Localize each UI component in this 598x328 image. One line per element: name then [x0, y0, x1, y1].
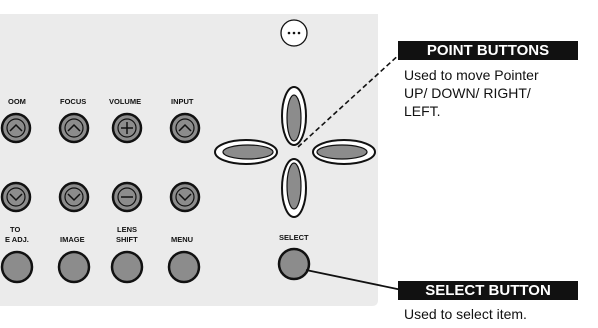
select-button-title: SELECT BUTTON [398, 281, 578, 300]
point-buttons-title: POINT BUTTONS [398, 41, 578, 60]
point-desc-line-1: Used to move Pointer [404, 67, 539, 83]
menu-button[interactable] [167, 250, 201, 284]
select-label: SELECT [279, 233, 309, 242]
dots-button[interactable] [280, 19, 308, 47]
point-buttons-description: Used to move Pointer UP/ DOWN/ RIGHT/ LE… [404, 66, 539, 120]
lens-shift-label-line2: SHIFT [116, 235, 138, 244]
select-button[interactable] [277, 247, 311, 281]
focus-up-button[interactable] [58, 112, 90, 144]
image-label: IMAGE [60, 235, 85, 244]
input-up-button[interactable] [169, 112, 201, 144]
volume-label: VOLUME [109, 97, 141, 106]
menu-label: MENU [171, 235, 193, 244]
auto-pc-adj-button[interactable] [0, 250, 34, 284]
zoom-label: OOM [8, 97, 26, 106]
auto-pc-adj-label-line1: TO [10, 225, 20, 234]
input-label: INPUT [171, 97, 194, 106]
remote-panel [0, 14, 378, 306]
volume-plus-button[interactable] [111, 112, 143, 144]
input-down-button[interactable] [169, 181, 201, 213]
zoom-up-button[interactable] [0, 112, 32, 144]
point-left-button[interactable] [214, 139, 278, 165]
point-right-button[interactable] [312, 139, 376, 165]
lens-shift-label-line1: LENS [117, 225, 137, 234]
volume-minus-button[interactable] [111, 181, 143, 213]
point-down-button[interactable] [281, 158, 307, 218]
lens-shift-button[interactable] [110, 250, 144, 284]
select-button-description: Used to select item. [404, 306, 527, 322]
auto-pc-adj-label-line2: E ADJ. [5, 235, 29, 244]
zoom-down-button[interactable] [0, 181, 32, 213]
point-desc-line-3: LEFT. [404, 103, 441, 119]
focus-down-button[interactable] [58, 181, 90, 213]
focus-label: FOCUS [60, 97, 86, 106]
point-up-button[interactable] [281, 86, 307, 146]
point-desc-line-2: UP/ DOWN/ RIGHT/ [404, 85, 531, 101]
select-button-leader-line [305, 269, 403, 291]
image-button[interactable] [57, 250, 91, 284]
